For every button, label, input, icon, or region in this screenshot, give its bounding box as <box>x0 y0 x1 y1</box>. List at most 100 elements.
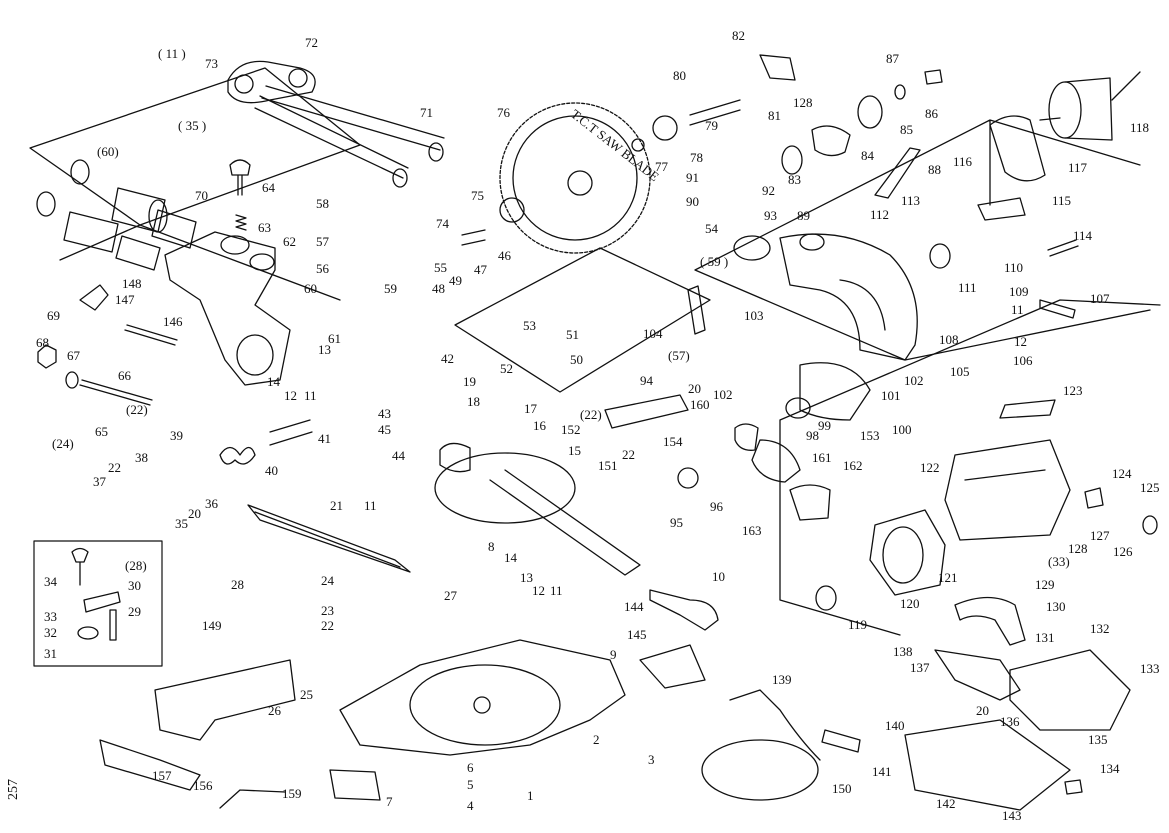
callout-102: 102 <box>904 373 924 388</box>
callout-labels: ( 11 ) 73 72 ( 35 ) 71 (60) 70 64 63 62 … <box>36 28 1160 823</box>
callout-149: 149 <box>202 618 222 633</box>
callout-146: 146 <box>163 314 183 329</box>
callout-64: 64 <box>262 180 276 195</box>
handle-10 <box>649 589 719 631</box>
callout-122: 122 <box>920 460 940 475</box>
callout-54: 54 <box>705 221 719 236</box>
callout-119: 119 <box>848 617 867 632</box>
bearings-70 <box>36 159 197 271</box>
callout-48: 48 <box>432 281 445 296</box>
washer-67 <box>65 371 79 389</box>
callout-69: 69 <box>47 308 60 323</box>
callout-47: 47 <box>474 262 488 277</box>
callout-59: 59 <box>384 281 397 296</box>
callout-28: 28 <box>231 577 244 592</box>
callout-60: 60 <box>304 281 317 296</box>
turntable-15 <box>434 442 641 576</box>
lever-115 <box>977 197 1026 221</box>
callout-145: 145 <box>627 627 647 642</box>
callout-124: 124 <box>1112 466 1132 481</box>
callout-153: 153 <box>860 428 880 443</box>
callout-46: 46 <box>498 248 512 263</box>
callout-123: 123 <box>1063 383 1083 398</box>
inset-washer-32 <box>77 626 99 640</box>
cap-126 <box>1142 515 1158 535</box>
callout-22: 22 <box>622 447 635 462</box>
callout-60: (60) <box>97 144 119 159</box>
cover-133 <box>1009 649 1131 731</box>
callout-81: 81 <box>768 108 781 123</box>
callout-20: 20 <box>188 506 201 521</box>
bolt-74 <box>461 229 486 246</box>
callout-5: 5 <box>467 777 474 792</box>
bolt-66 <box>79 379 153 406</box>
callout-21: 21 <box>330 498 343 513</box>
callout-23: 23 <box>321 603 334 618</box>
callout-68: 68 <box>36 335 49 350</box>
callout-92: 92 <box>762 183 775 198</box>
callout-77: 77 <box>655 159 669 174</box>
cord-ring-150 <box>701 739 819 801</box>
callout-29: 29 <box>128 604 141 619</box>
callout-19: 19 <box>463 374 476 389</box>
callout-37: 37 <box>93 474 107 489</box>
wrench-159 <box>219 789 286 809</box>
callout-111: 111 <box>958 280 977 295</box>
callout-65: 65 <box>95 424 108 439</box>
callout-76: 76 <box>497 105 511 120</box>
callout-96: 96 <box>710 499 724 514</box>
lever-69 <box>79 284 109 311</box>
callout-100: 100 <box>892 422 912 437</box>
arm-62 <box>164 231 291 386</box>
blade-label: T.C.T SAW BLADE <box>568 106 662 184</box>
callout-86: 86 <box>925 106 939 121</box>
fan-housing-117 <box>989 115 1046 182</box>
callout-78: 78 <box>690 150 703 165</box>
handle-131 <box>934 649 1021 701</box>
strain-relief-140 <box>821 729 861 753</box>
callout-116: 116 <box>953 154 973 169</box>
callout-113: 113 <box>901 193 920 208</box>
callout-131: 131 <box>1035 630 1055 645</box>
callout-130: 130 <box>1046 599 1066 614</box>
callout-62: 62 <box>283 234 296 249</box>
callout-18: 18 <box>467 394 480 409</box>
callout-83: 83 <box>788 172 801 187</box>
callout-144: 144 <box>624 599 644 614</box>
callout-33: (33) <box>1048 554 1070 569</box>
callout-89: 89 <box>797 208 810 223</box>
base-135 <box>904 719 1071 811</box>
brush-124 <box>1084 487 1104 509</box>
callout-13: 13 <box>318 342 331 357</box>
callout-9: 9 <box>610 647 617 662</box>
callout-129: 129 <box>1035 577 1055 592</box>
guard-88 <box>874 147 921 199</box>
callout-35: ( 35 ) <box>178 118 206 133</box>
callout-11: 11 <box>550 583 563 598</box>
callout-57: (57) <box>668 348 690 363</box>
callout-157: 157 <box>152 768 172 783</box>
nut-68 <box>37 344 57 369</box>
callout-38: 38 <box>135 450 148 465</box>
callout-134: 134 <box>1100 761 1120 776</box>
callout-30: 30 <box>128 578 141 593</box>
callout-84: 84 <box>861 148 875 163</box>
guard-plate-100 <box>799 362 871 421</box>
callout-50: 50 <box>570 352 583 367</box>
callout-139: 139 <box>772 672 792 687</box>
rod-41 <box>269 419 313 446</box>
blade-guard-105 <box>779 233 918 361</box>
callout-56: 56 <box>316 261 330 276</box>
callout-31: 31 <box>44 646 57 661</box>
callout-101: 101 <box>881 388 901 403</box>
callout-6: 6 <box>467 760 474 775</box>
callout-142: 142 <box>936 796 956 811</box>
motor-121 <box>869 509 946 596</box>
callout-107: 107 <box>1090 291 1110 306</box>
callout-22: 22 <box>321 618 334 633</box>
callout-12: 12 <box>284 388 297 403</box>
callout-52: 52 <box>500 361 513 376</box>
bushing-111 <box>929 243 951 269</box>
clamp-7 <box>329 769 381 801</box>
ring-86 <box>894 84 906 100</box>
